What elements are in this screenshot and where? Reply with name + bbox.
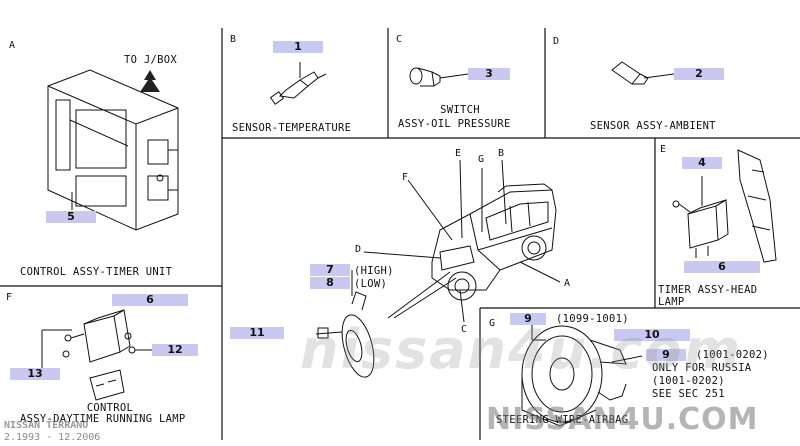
part-number-13: 13 [10,368,60,380]
section-a-letter: A [9,40,16,51]
part-number-7: 7 [310,264,350,276]
part-number-6-drl: 6 [112,294,188,306]
part-number-5: 5 [46,211,96,223]
part-number-10: 10 [614,329,690,341]
section-c-letter: C [396,34,403,45]
headlamp-timer-drawing [672,149,777,263]
drl-control-drawing [41,309,158,401]
vehicle-callout-lines [363,159,561,323]
label-range-1001-0202: (1001-0202) [696,349,769,361]
airbag-spiral-cable-drawing [521,324,643,427]
label-range-1099-1001: (1099-1001) [556,313,629,325]
callout-c: C [461,324,468,335]
part-number-2: 2 [674,68,724,80]
section-e-letter: E [660,144,667,155]
section-b-letter: B [230,34,237,45]
callout-g: G [478,154,485,165]
part-number-3: 3 [468,68,510,80]
caption-assy-daytime-running-lamp: ASSY-DAYTIME RUNNING LAMP [20,413,186,425]
note-only-for-russia: ONLY FOR RUSSIA [652,362,752,374]
footer-brand: NISSAN TERRANO [4,420,89,431]
timer-unit-drawing [47,69,179,231]
part-number-8: 8 [310,277,350,289]
arrow-to-jbox [140,70,160,92]
caption-steering-wire-airbag: STEERING WIRE-AIRBAG [496,414,629,426]
callout-e: E [455,148,462,159]
vehicle-drawing [431,183,557,301]
section-g-letter: G [489,318,496,329]
part-number-12: 12 [152,344,198,356]
callout-b: B [498,148,505,159]
caption-switch: SWITCH [440,104,480,116]
part-number-6-timer: 6 [684,261,760,273]
part-number-9-low: 9 [646,349,686,361]
temperature-sensor-drawing [269,62,327,105]
oil-pressure-switch-drawing [409,67,469,87]
caption-control-timer-unit: CONTROL ASSY-TIMER UNIT [20,266,173,278]
part-number-1: 1 [273,41,323,53]
footer-years: 2.1993 - 12.2006 [4,432,101,443]
watermark-corner: NISSAN4U.COM [486,402,759,437]
label-low: (LOW) [354,278,388,290]
watermark-center: nissan4u.com [300,318,743,381]
caption-sensor-assy-ambient: SENSOR ASSY-AMBIENT [590,120,716,132]
callout-f: F [402,172,409,183]
section-d-letter: D [553,36,560,47]
caption-control: CONTROL [86,402,134,414]
note-see-sec-251: SEE SEC 251 [652,388,725,400]
note-range: (1001-0202) [652,375,725,387]
to-jbox-note: TO J/BOX [124,54,177,66]
section-f-letter: F [6,292,13,303]
part-number-11: 11 [230,327,284,339]
label-high: (HIGH) [354,265,394,277]
callout-a: A [564,278,571,289]
callout-d: D [355,244,362,255]
part-number-4: 4 [682,157,722,169]
caption-lamp: LAMP [658,296,685,308]
part-number-9-top: 9 [510,313,546,325]
caption-timer-assy-head: TIMER ASSY-HEAD [658,284,758,296]
caption-sensor-temperature: SENSOR-TEMPERATURE [232,122,352,134]
ambient-sensor-drawing [611,61,675,85]
caption-assy-oil-pressure: ASSY-OIL PRESSURE [398,118,511,130]
horn-drawing [315,270,375,378]
